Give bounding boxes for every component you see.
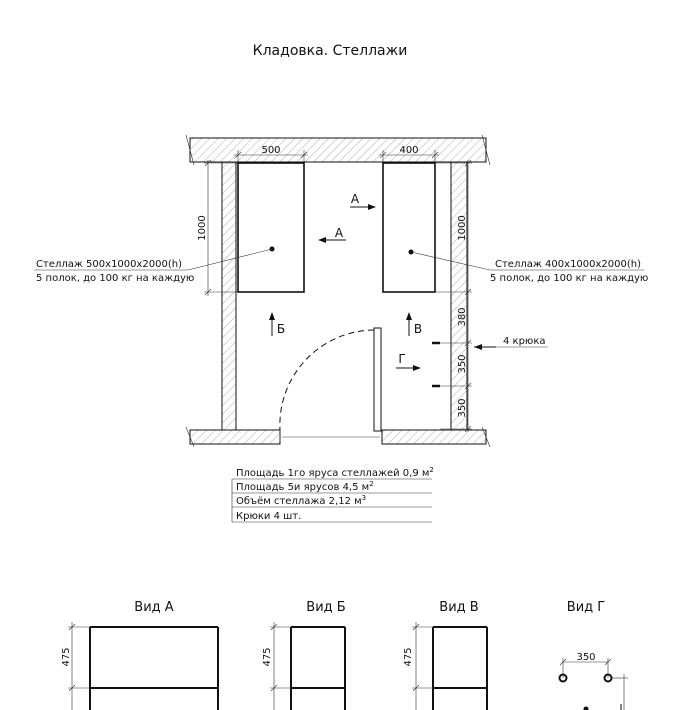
view-arrow-v-label: В (414, 322, 422, 336)
dim-right-chain: 1000 380 350 350 (435, 159, 472, 433)
right-wall (450, 161, 468, 431)
dim-right-350a-label: 350 (457, 354, 468, 373)
view-arrow-a1: А (350, 192, 376, 210)
door (279, 327, 382, 432)
left-rack-line2: 5 полок, до 100 кг на каждую (36, 273, 194, 284)
view-arrow-v: В (406, 312, 422, 336)
view-arrow-a2-label: А (335, 226, 344, 240)
view-arrow-a2: А (318, 226, 346, 243)
view-b-title: Вид Б (306, 600, 345, 615)
dim-left-height-label: 1000 (197, 215, 208, 240)
left-rack (237, 162, 305, 293)
dim-right-height-label: 1000 (457, 215, 468, 240)
hook-left-icon (558, 673, 568, 683)
view-v-title: Вид В (439, 600, 478, 615)
dim-right-width-label: 400 (399, 145, 418, 156)
notes-table: Площадь 1го яруса стеллажей 0,9 м2 Площа… (231, 466, 434, 523)
dim-left-width: 500 (234, 145, 308, 162)
view-b: Вид Б 475 (262, 600, 346, 710)
view-a-title: Вид А (134, 600, 173, 615)
hooks-label: 4 крюка (503, 336, 546, 347)
view-g: Вид Г 350 (558, 600, 628, 710)
left-wall (221, 161, 237, 431)
dim-right-350b-label: 350 (457, 398, 468, 417)
door-leaf (373, 327, 382, 432)
view-g-dim: 350 (576, 652, 595, 663)
right-rack-callout: Стеллаж 400x1000x2000(h) 5 полок, до 100… (410, 251, 648, 284)
view-arrow-b-label: Б (277, 322, 285, 336)
top-wall (189, 137, 487, 163)
left-rack-line1: Стеллаж 500x1000x2000(h) (36, 259, 182, 270)
right-rack-line2: 5 полок, до 100 кг на каждую (490, 273, 648, 284)
hooks-leader-arrowhead (474, 344, 482, 350)
left-rack-callout: Стеллаж 500x1000x2000(h) 5 полок, до 100… (34, 248, 273, 284)
walls (185, 134, 491, 448)
notes-row4: Крюки 4 шт. (236, 511, 301, 522)
bottom-wall-right (381, 429, 487, 445)
notes-row3: Объём стеллажа 2,12 м3 (236, 494, 366, 507)
dim-left-height: 1000 (197, 159, 238, 296)
hooks: 4 крюка (432, 336, 548, 388)
dim-left-width-label: 500 (261, 145, 280, 156)
dim-right-width: 400 (379, 145, 439, 162)
view-arrow-g-label: Г (398, 352, 405, 366)
page-title: Кладовка. Стеллажи (253, 43, 408, 59)
view-g-title: Вид Г (567, 600, 605, 615)
right-rack-line1: Стеллаж 400x1000x2000(h) (495, 259, 641, 270)
view-arrow-b: Б (269, 312, 285, 336)
view-a: Вид А 475 (61, 600, 219, 710)
dim-right-380-label: 380 (457, 307, 468, 326)
view-v-dim: 475 (403, 647, 414, 666)
view-b-dim: 475 (262, 647, 273, 666)
notes-row2: Площадь 5и ярусов 4,5 м2 (236, 480, 374, 493)
view-v: Вид В 475 (403, 600, 488, 710)
right-rack (382, 162, 436, 293)
hook-lower-icon (583, 706, 589, 710)
hook-right-icon (603, 673, 613, 683)
bottom-wall-left (189, 429, 281, 445)
view-arrow-a1-label: А (351, 192, 360, 206)
door-swing-arc (279, 329, 375, 431)
notes-row1: Площадь 1го яруса стеллажей 0,9 м2 (236, 466, 434, 479)
view-a-dim: 475 (61, 647, 72, 666)
view-arrow-g: Г (396, 352, 421, 371)
